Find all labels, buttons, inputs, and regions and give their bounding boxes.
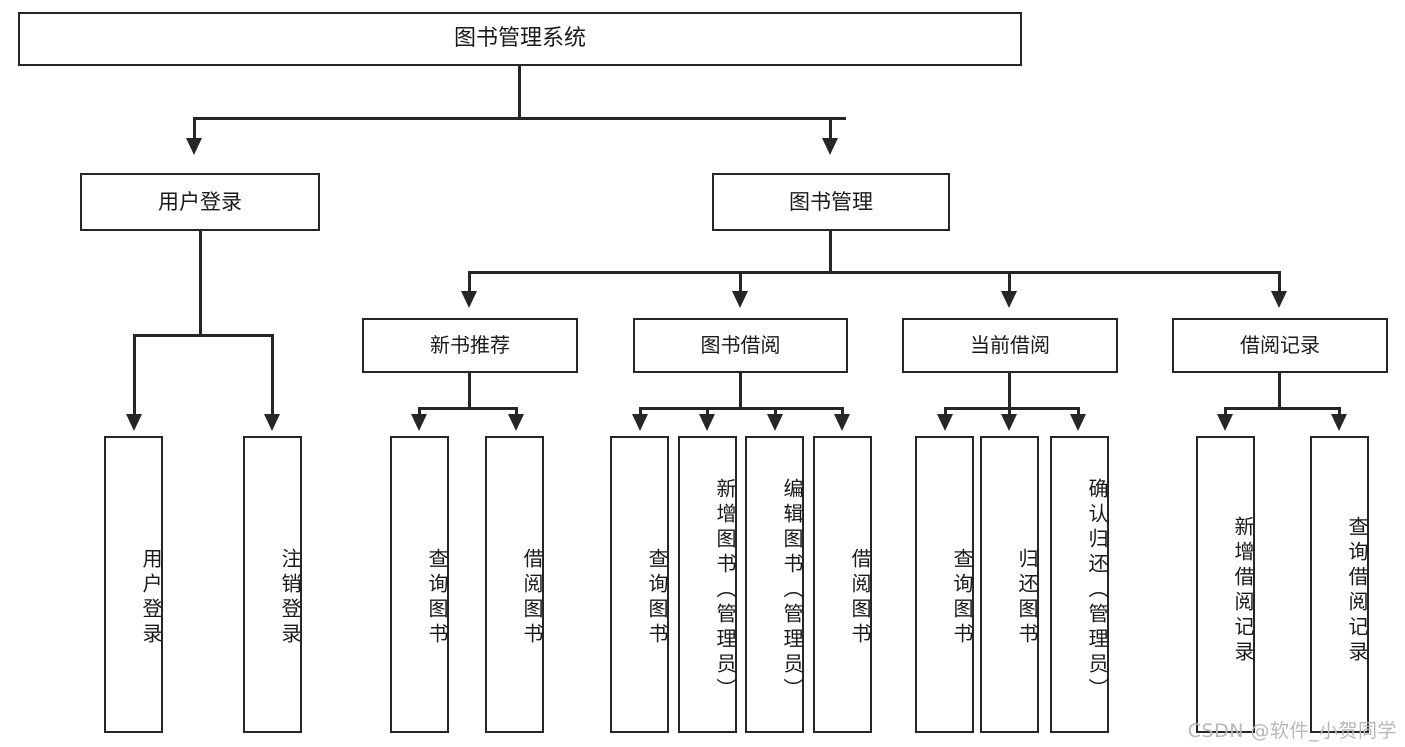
- leaf-node-add-book[interactable]: 新增图书（管理员）: [678, 436, 737, 733]
- leaf-node-borrow-book-1[interactable]: 借阅图书: [485, 436, 544, 733]
- connector-bb-drop-1: [639, 407, 642, 417]
- node-new-book-recommend[interactable]: 新书推荐: [362, 318, 578, 373]
- arrowhead-book-borrow: [732, 291, 748, 308]
- connector-bm-drop-2: [739, 271, 742, 294]
- leaf-node-user-login[interactable]: 用户登录: [104, 436, 163, 733]
- leaf-node-edit-book[interactable]: 编辑图书（管理员）: [745, 436, 804, 733]
- connector-to-user-login: [193, 117, 196, 143]
- connector-br-bus: [1224, 407, 1340, 410]
- connector-cb-drop-1: [944, 407, 947, 417]
- connector-user-login-drop-1: [133, 334, 136, 417]
- arrowhead-leaf-user-login: [126, 414, 142, 431]
- node-current-borrow[interactable]: 当前借阅: [902, 318, 1118, 373]
- arrowhead-leaf-query-book-2: [632, 414, 648, 431]
- connector-user-login-drop-2: [271, 334, 274, 417]
- leaf-node-query-book-1[interactable]: 查询图书: [390, 436, 449, 733]
- connector-user-login-stem: [199, 231, 202, 336]
- connector-to-book-manage: [829, 117, 832, 143]
- connector-root-stem: [518, 66, 521, 118]
- arrowhead-leaf-add-book: [699, 414, 715, 431]
- connector-cb-stem: [1008, 373, 1011, 409]
- connector-book-manage-bus: [468, 271, 1280, 274]
- arrowhead-leaf-edit-book: [767, 414, 783, 431]
- node-user-login[interactable]: 用户登录: [80, 173, 320, 231]
- node-borrow-record[interactable]: 借阅记录: [1172, 318, 1388, 373]
- arrowhead-leaf-query-record: [1331, 414, 1347, 431]
- connector-nbr-stem: [468, 373, 471, 409]
- node-book-borrow[interactable]: 图书借阅: [633, 318, 848, 373]
- arrowhead-borrow-record: [1271, 291, 1287, 308]
- arrowhead-leaf-logout: [264, 414, 280, 431]
- arrowhead-leaf-borrow-book-2: [834, 414, 850, 431]
- leaf-node-logout[interactable]: 注销登录: [243, 436, 302, 733]
- arrowhead-leaf-return-book: [1001, 414, 1017, 431]
- connector-br-drop-2: [1338, 407, 1341, 417]
- connector-bm-drop-3: [1008, 271, 1011, 294]
- connector-cb-drop-2: [1008, 407, 1011, 417]
- connector-br-drop-1: [1224, 407, 1227, 417]
- connector-br-stem: [1278, 373, 1281, 409]
- arrowhead-user-login: [186, 138, 202, 155]
- leaf-node-borrow-book-2[interactable]: 借阅图书: [813, 436, 872, 733]
- arrowhead-new-book-recommend: [461, 291, 477, 308]
- leaf-node-query-book-3[interactable]: 查询图书: [915, 436, 974, 733]
- connector-bb-drop-4: [841, 407, 844, 417]
- connector-cb-drop-3: [1077, 407, 1080, 417]
- connector-nbr-drop-2: [515, 407, 518, 417]
- arrowhead-leaf-query-book-1: [411, 414, 427, 431]
- leaf-node-query-book-2[interactable]: 查询图书: [610, 436, 669, 733]
- arrowhead-leaf-borrow-book-1: [508, 414, 524, 431]
- arrowhead-leaf-add-record: [1217, 414, 1233, 431]
- node-book-manage[interactable]: 图书管理: [712, 173, 950, 231]
- connector-nbr-drop-1: [418, 407, 421, 417]
- arrowhead-leaf-confirm-return: [1070, 414, 1086, 431]
- connector-root-bus: [193, 117, 846, 120]
- connector-bm-drop-4: [1278, 271, 1281, 294]
- connector-bm-drop-1: [468, 271, 471, 294]
- connector-nbr-bus: [418, 407, 518, 410]
- connector-bb-drop-3: [774, 407, 777, 417]
- connector-bb-stem: [739, 373, 742, 409]
- arrowhead-book-manage: [822, 138, 838, 155]
- leaf-node-confirm-return[interactable]: 确认归还（管理员）: [1050, 436, 1109, 733]
- connector-cb-bus: [944, 407, 1079, 410]
- leaf-node-return-book[interactable]: 归还图书: [980, 436, 1039, 733]
- connector-bb-bus: [639, 407, 843, 410]
- leaf-node-query-record[interactable]: 查询借阅记录: [1310, 436, 1369, 733]
- connector-bb-drop-2: [706, 407, 709, 417]
- arrowhead-current-borrow: [1001, 291, 1017, 308]
- connector-user-login-bus: [133, 334, 272, 337]
- leaf-node-add-record[interactable]: 新增借阅记录: [1196, 436, 1255, 733]
- arrowhead-leaf-query-book-3: [937, 414, 953, 431]
- connector-book-manage-stem: [829, 231, 832, 273]
- node-root-library-system[interactable]: 图书管理系统: [18, 12, 1022, 66]
